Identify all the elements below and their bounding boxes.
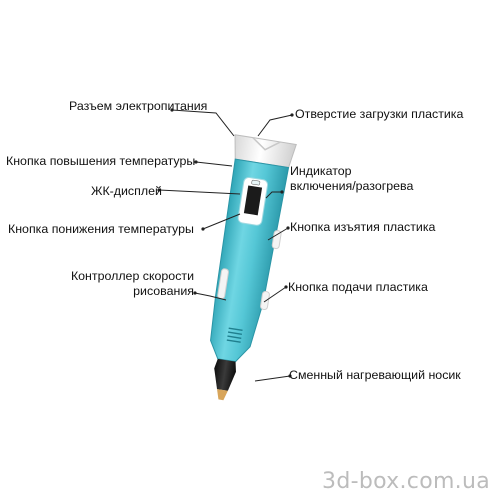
label-indicator: Индикатор включения/разогрева: [290, 164, 414, 193]
watermark: 3d-box.com.ua: [322, 469, 490, 494]
label-eject-button: Кнопка изъятия пластика: [290, 220, 436, 234]
lcd-screen: [243, 185, 263, 216]
vent-slots: [226, 327, 243, 343]
nozzle-shape: [214, 358, 236, 391]
label-temp-up-button: Кнопка повышения температуры: [6, 154, 196, 168]
label-power-connector: Разъем электропитания: [69, 99, 208, 113]
pen-illustration: [210, 134, 297, 401]
label-speed-controller: Контроллер скорости рисования: [70, 269, 194, 298]
feed-button-shape: [260, 290, 270, 311]
label-lcd: ЖК-дисплей: [91, 184, 162, 198]
filament-inlet-notch: [252, 137, 281, 151]
leader-dots: [157, 108, 294, 378]
leader-lines: [158, 109, 293, 382]
label-temp-down-button: Кнопка понижения температуры: [8, 222, 194, 236]
label-nozzle: Сменный нагревающий носик: [289, 368, 461, 382]
pen-body: [210, 158, 290, 363]
nozzle-tip: [217, 389, 228, 401]
eject-button-shape: [271, 230, 282, 250]
label-feed-button: Кнопка подачи пластика: [288, 280, 428, 294]
indicator-led: [251, 179, 261, 186]
label-filament-inlet: Отверстие загрузки пластика: [295, 107, 464, 121]
